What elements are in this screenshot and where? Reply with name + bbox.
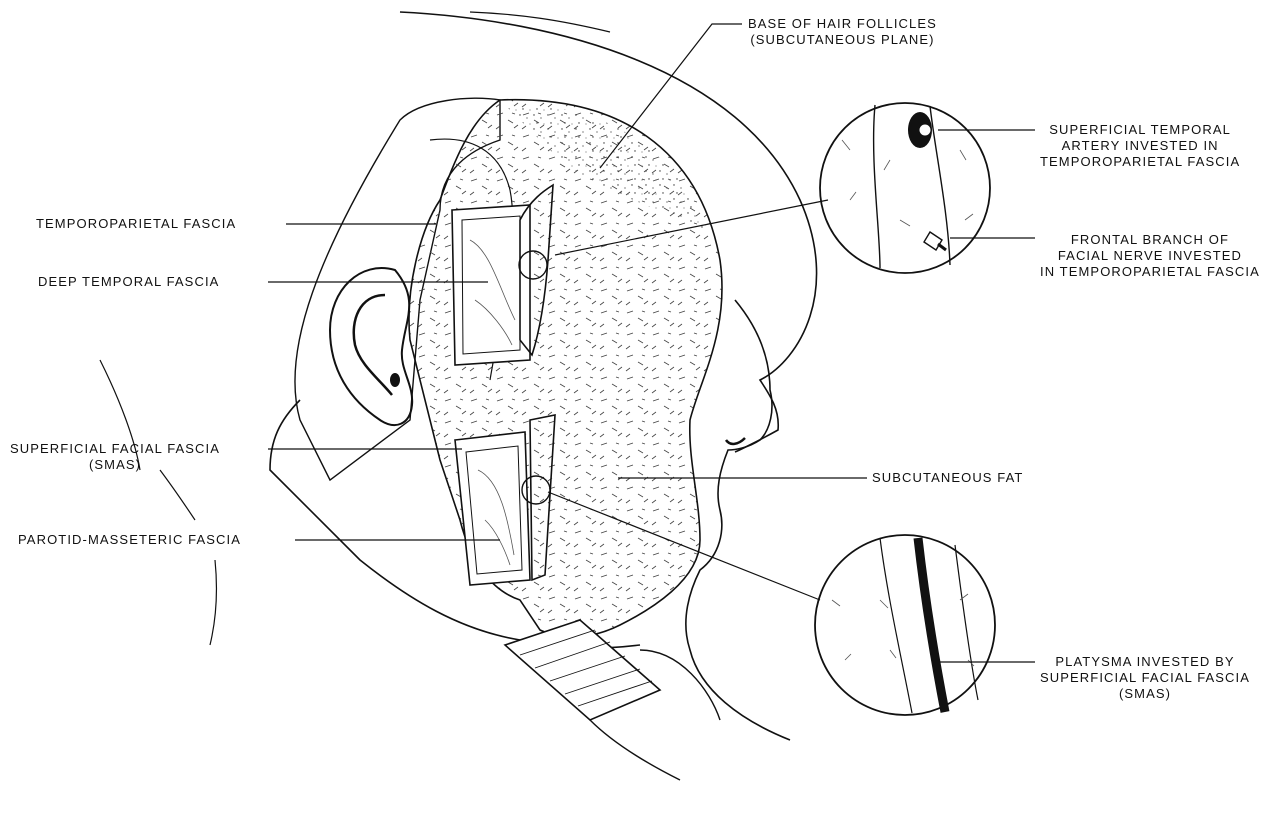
label-platysma: PLATYSMA INVESTED BY SUPERFICIAL FACIAL … bbox=[1040, 654, 1250, 702]
ear bbox=[330, 268, 412, 425]
label-superficial-temporal-artery: SUPERFICIAL TEMPORAL ARTERY INVESTED IN … bbox=[1040, 122, 1240, 170]
label-base-of-hair-follicles: BASE OF HAIR FOLLICLES (SUBCUTANEOUS PLA… bbox=[748, 16, 937, 48]
upper-window bbox=[452, 205, 530, 365]
hair-line-top bbox=[470, 12, 610, 32]
label-temporoparietal-fascia: TEMPOROPARIETAL FASCIA bbox=[36, 216, 236, 232]
detail-circle-upper bbox=[820, 103, 990, 273]
label-superficial-facial-fascia: SUPERFICIAL FACIAL FASCIA (SMAS) bbox=[10, 441, 220, 473]
label-subcutaneous-fat: SUBCUTANEOUS FAT bbox=[872, 470, 1023, 486]
label-frontal-branch-facial-nerve: FRONTAL BRANCH OF FACIAL NERVE INVESTED … bbox=[1040, 232, 1260, 280]
label-deep-temporal-fascia: DEEP TEMPORAL FASCIA bbox=[38, 274, 219, 290]
label-parotid-masseteric-fascia: PAROTID-MASSETERIC FASCIA bbox=[18, 532, 241, 548]
detail-circle-lower bbox=[815, 535, 995, 715]
